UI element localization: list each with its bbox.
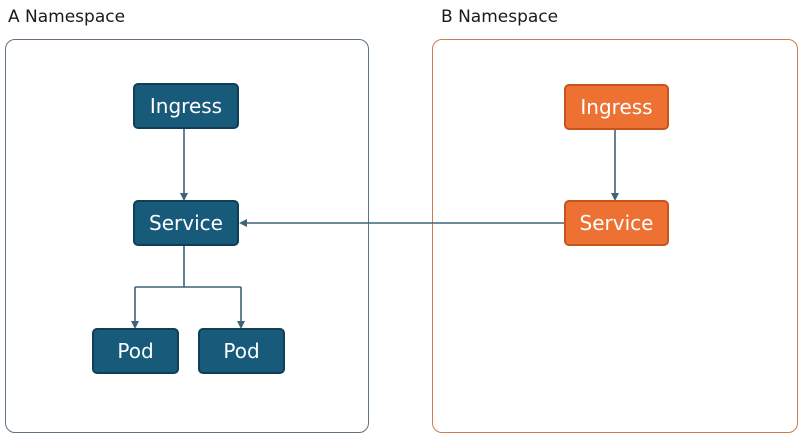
namespace-a-title: A Namespace <box>8 7 126 27</box>
namespace-b-title: B Namespace <box>441 7 559 27</box>
namespace-a-service-node: Service <box>133 200 239 246</box>
namespace-a-pod-node-1: Pod <box>92 328 179 374</box>
namespace-b-ingress-node: Ingress <box>564 84 669 130</box>
namespace-a-pod-node-2: Pod <box>198 328 285 374</box>
namespace-a-ingress-node: Ingress <box>133 83 239 129</box>
namespace-b-service-node: Service <box>564 200 669 246</box>
